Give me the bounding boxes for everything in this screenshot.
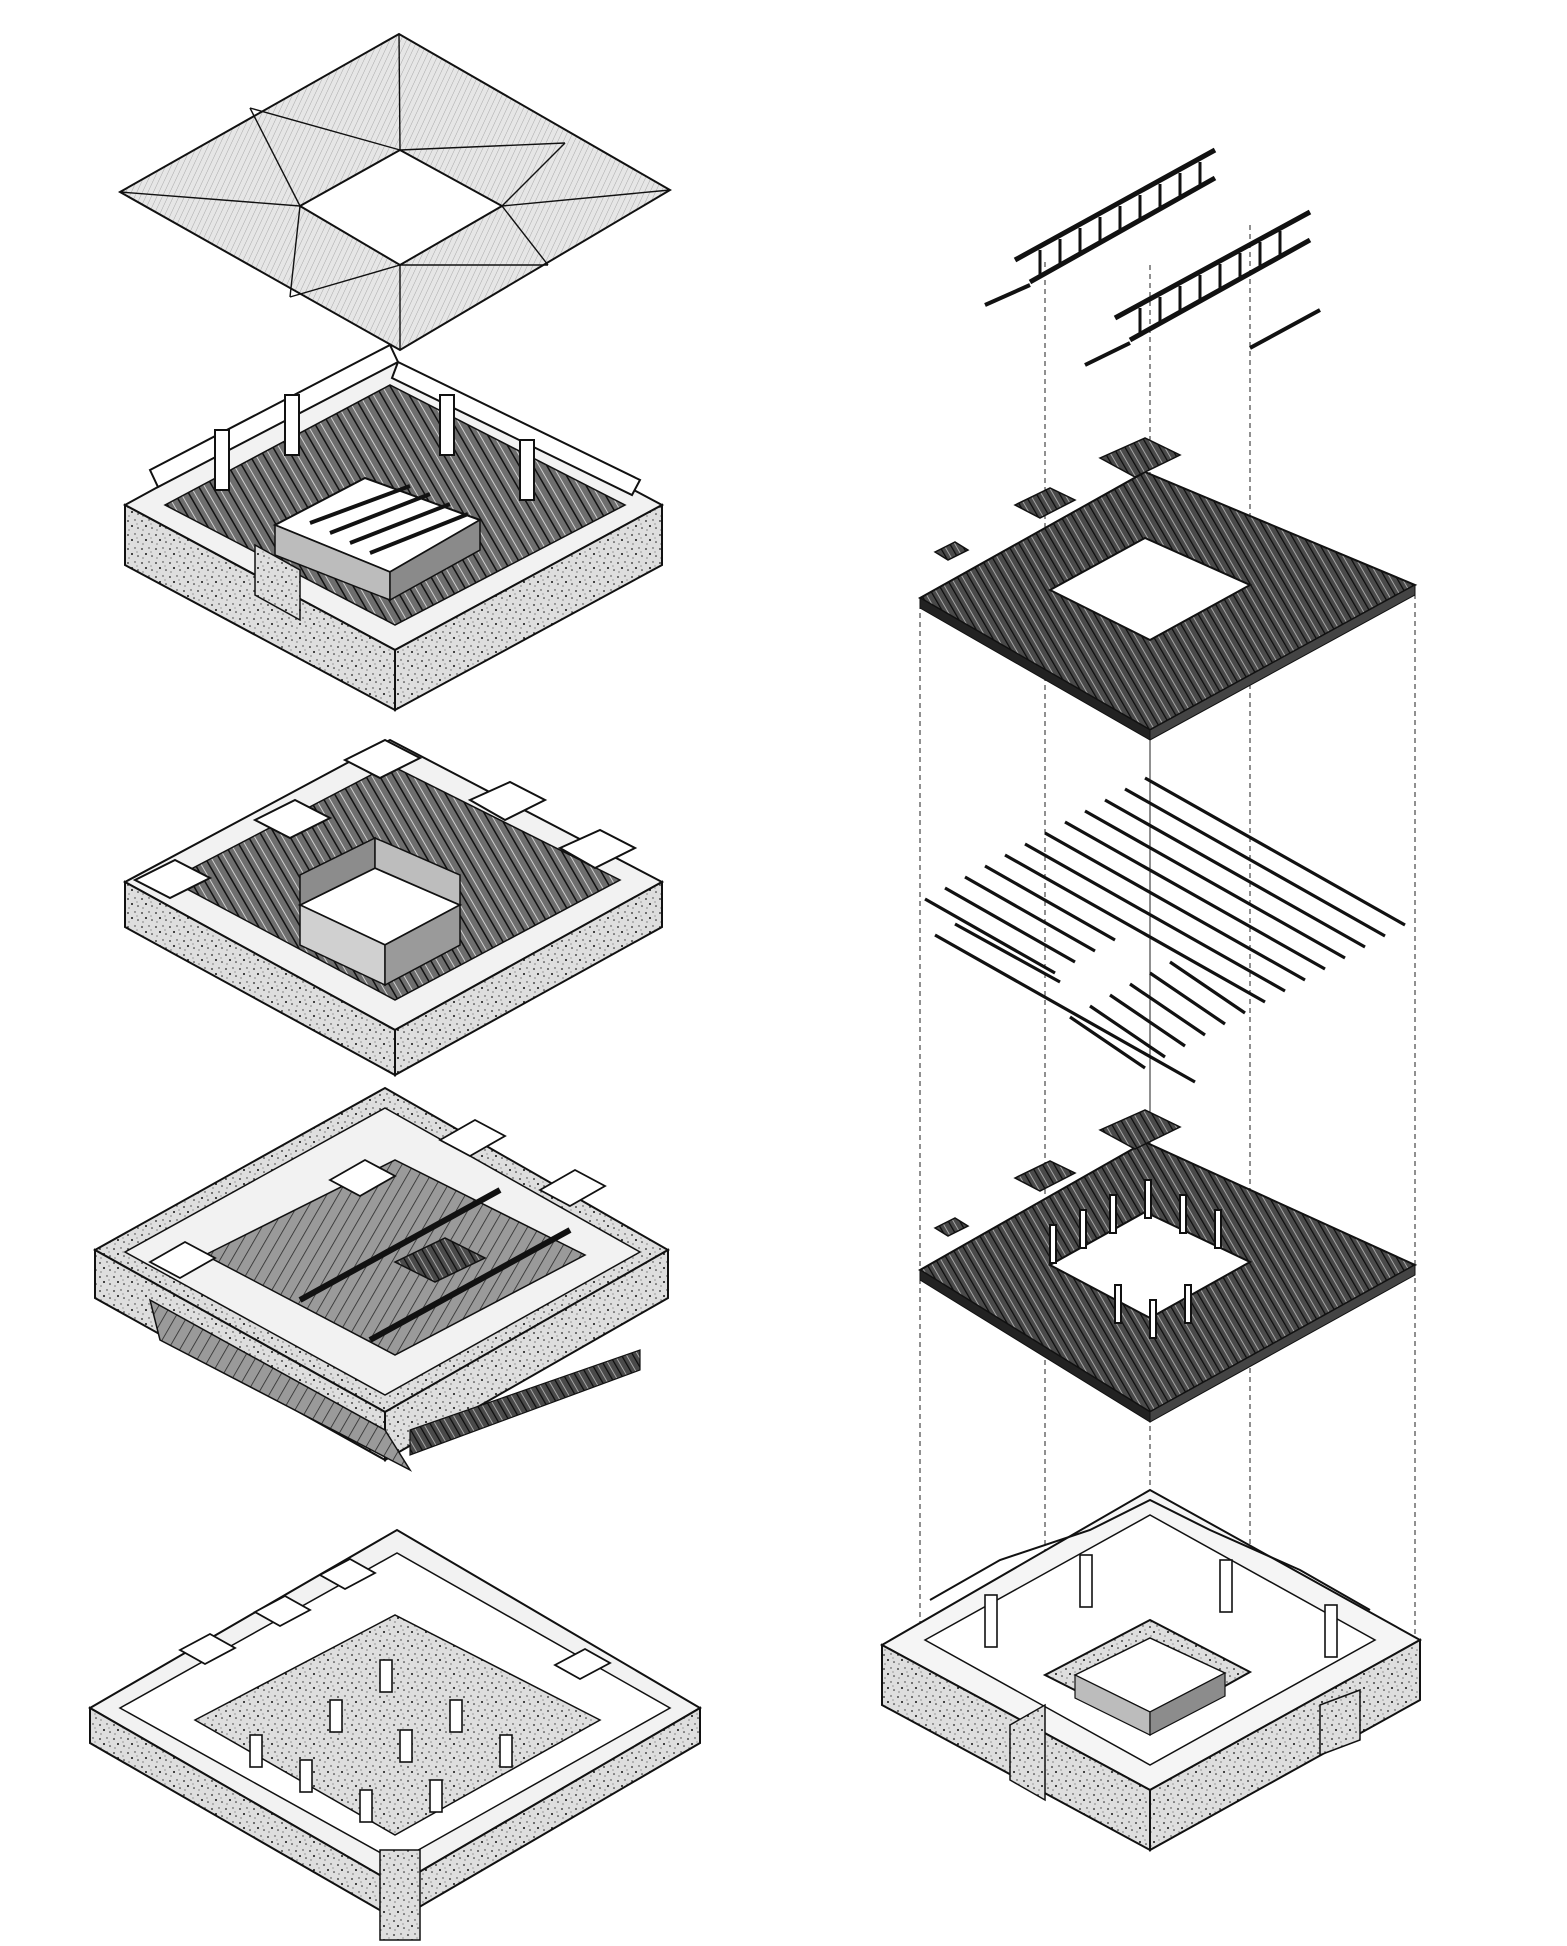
truss-lower [1084,209,1321,367]
roof-trusses-layer [984,147,1321,367]
lower-framing-layer [918,1109,1418,1423]
upper-storey-layer [122,343,665,712]
joist-layer [924,776,1406,1084]
roof-canopy-layer [117,32,672,352]
dashed-connectors [919,225,1416,1680]
framing-opening [1047,536,1253,642]
middle-storey-layer [122,738,665,1077]
perimeter-walls-layer [879,1488,1423,1852]
upper-framing-layer [917,437,1418,741]
foundation-layer [88,1528,702,1941]
truss-upper [984,147,1217,307]
ground-storey-layer [92,1086,671,1472]
